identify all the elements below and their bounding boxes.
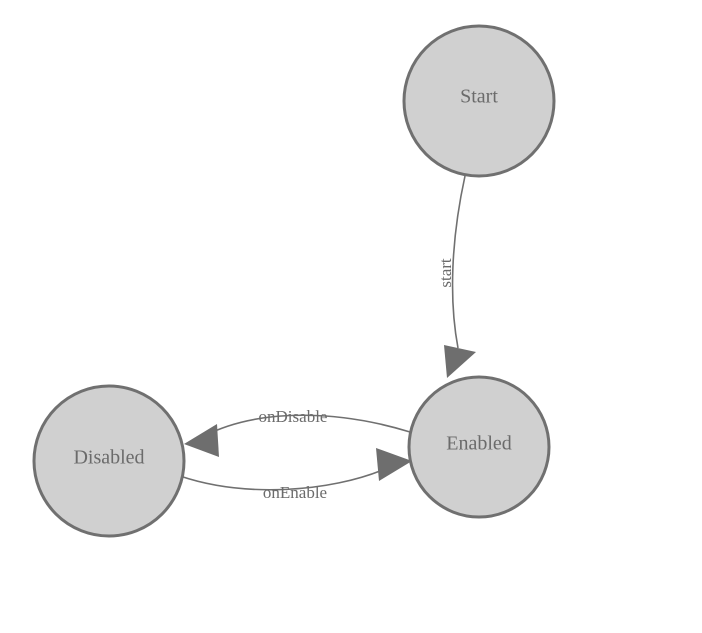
edge-start-to-enabled[interactable]: start	[436, 175, 476, 378]
edge-disabled-to-enabled[interactable]: onEnable	[179, 448, 412, 502]
edge-start-to-enabled-path	[451, 175, 466, 349]
edge-enabled-to-disabled[interactable]: onDisable	[184, 407, 411, 457]
edge-label-ondisable: onDisable	[259, 407, 328, 426]
edge-disabled-to-enabled-path	[179, 468, 386, 491]
arrowhead-right-icon	[376, 448, 412, 481]
state-node-start-circle	[402, 24, 556, 178]
edge-enabled-to-disabled-path	[203, 414, 411, 437]
edge-label-start: start	[436, 258, 455, 288]
state-node-disabled[interactable]: Disabled	[32, 384, 186, 538]
arrowhead-down-icon	[444, 345, 476, 378]
arrowhead-left-icon	[184, 424, 219, 457]
edge-label-onenable: onEnable	[263, 483, 327, 502]
state-node-start-label: Start	[460, 86, 498, 108]
state-node-enabled-label: Enabled	[446, 433, 512, 455]
state-node-start[interactable]: Start	[402, 24, 556, 178]
state-node-enabled-circle	[407, 375, 551, 519]
state-node-disabled-circle	[32, 384, 186, 538]
state-node-disabled-label: Disabled	[73, 447, 144, 469]
state-node-enabled[interactable]: Enabled	[407, 375, 551, 519]
